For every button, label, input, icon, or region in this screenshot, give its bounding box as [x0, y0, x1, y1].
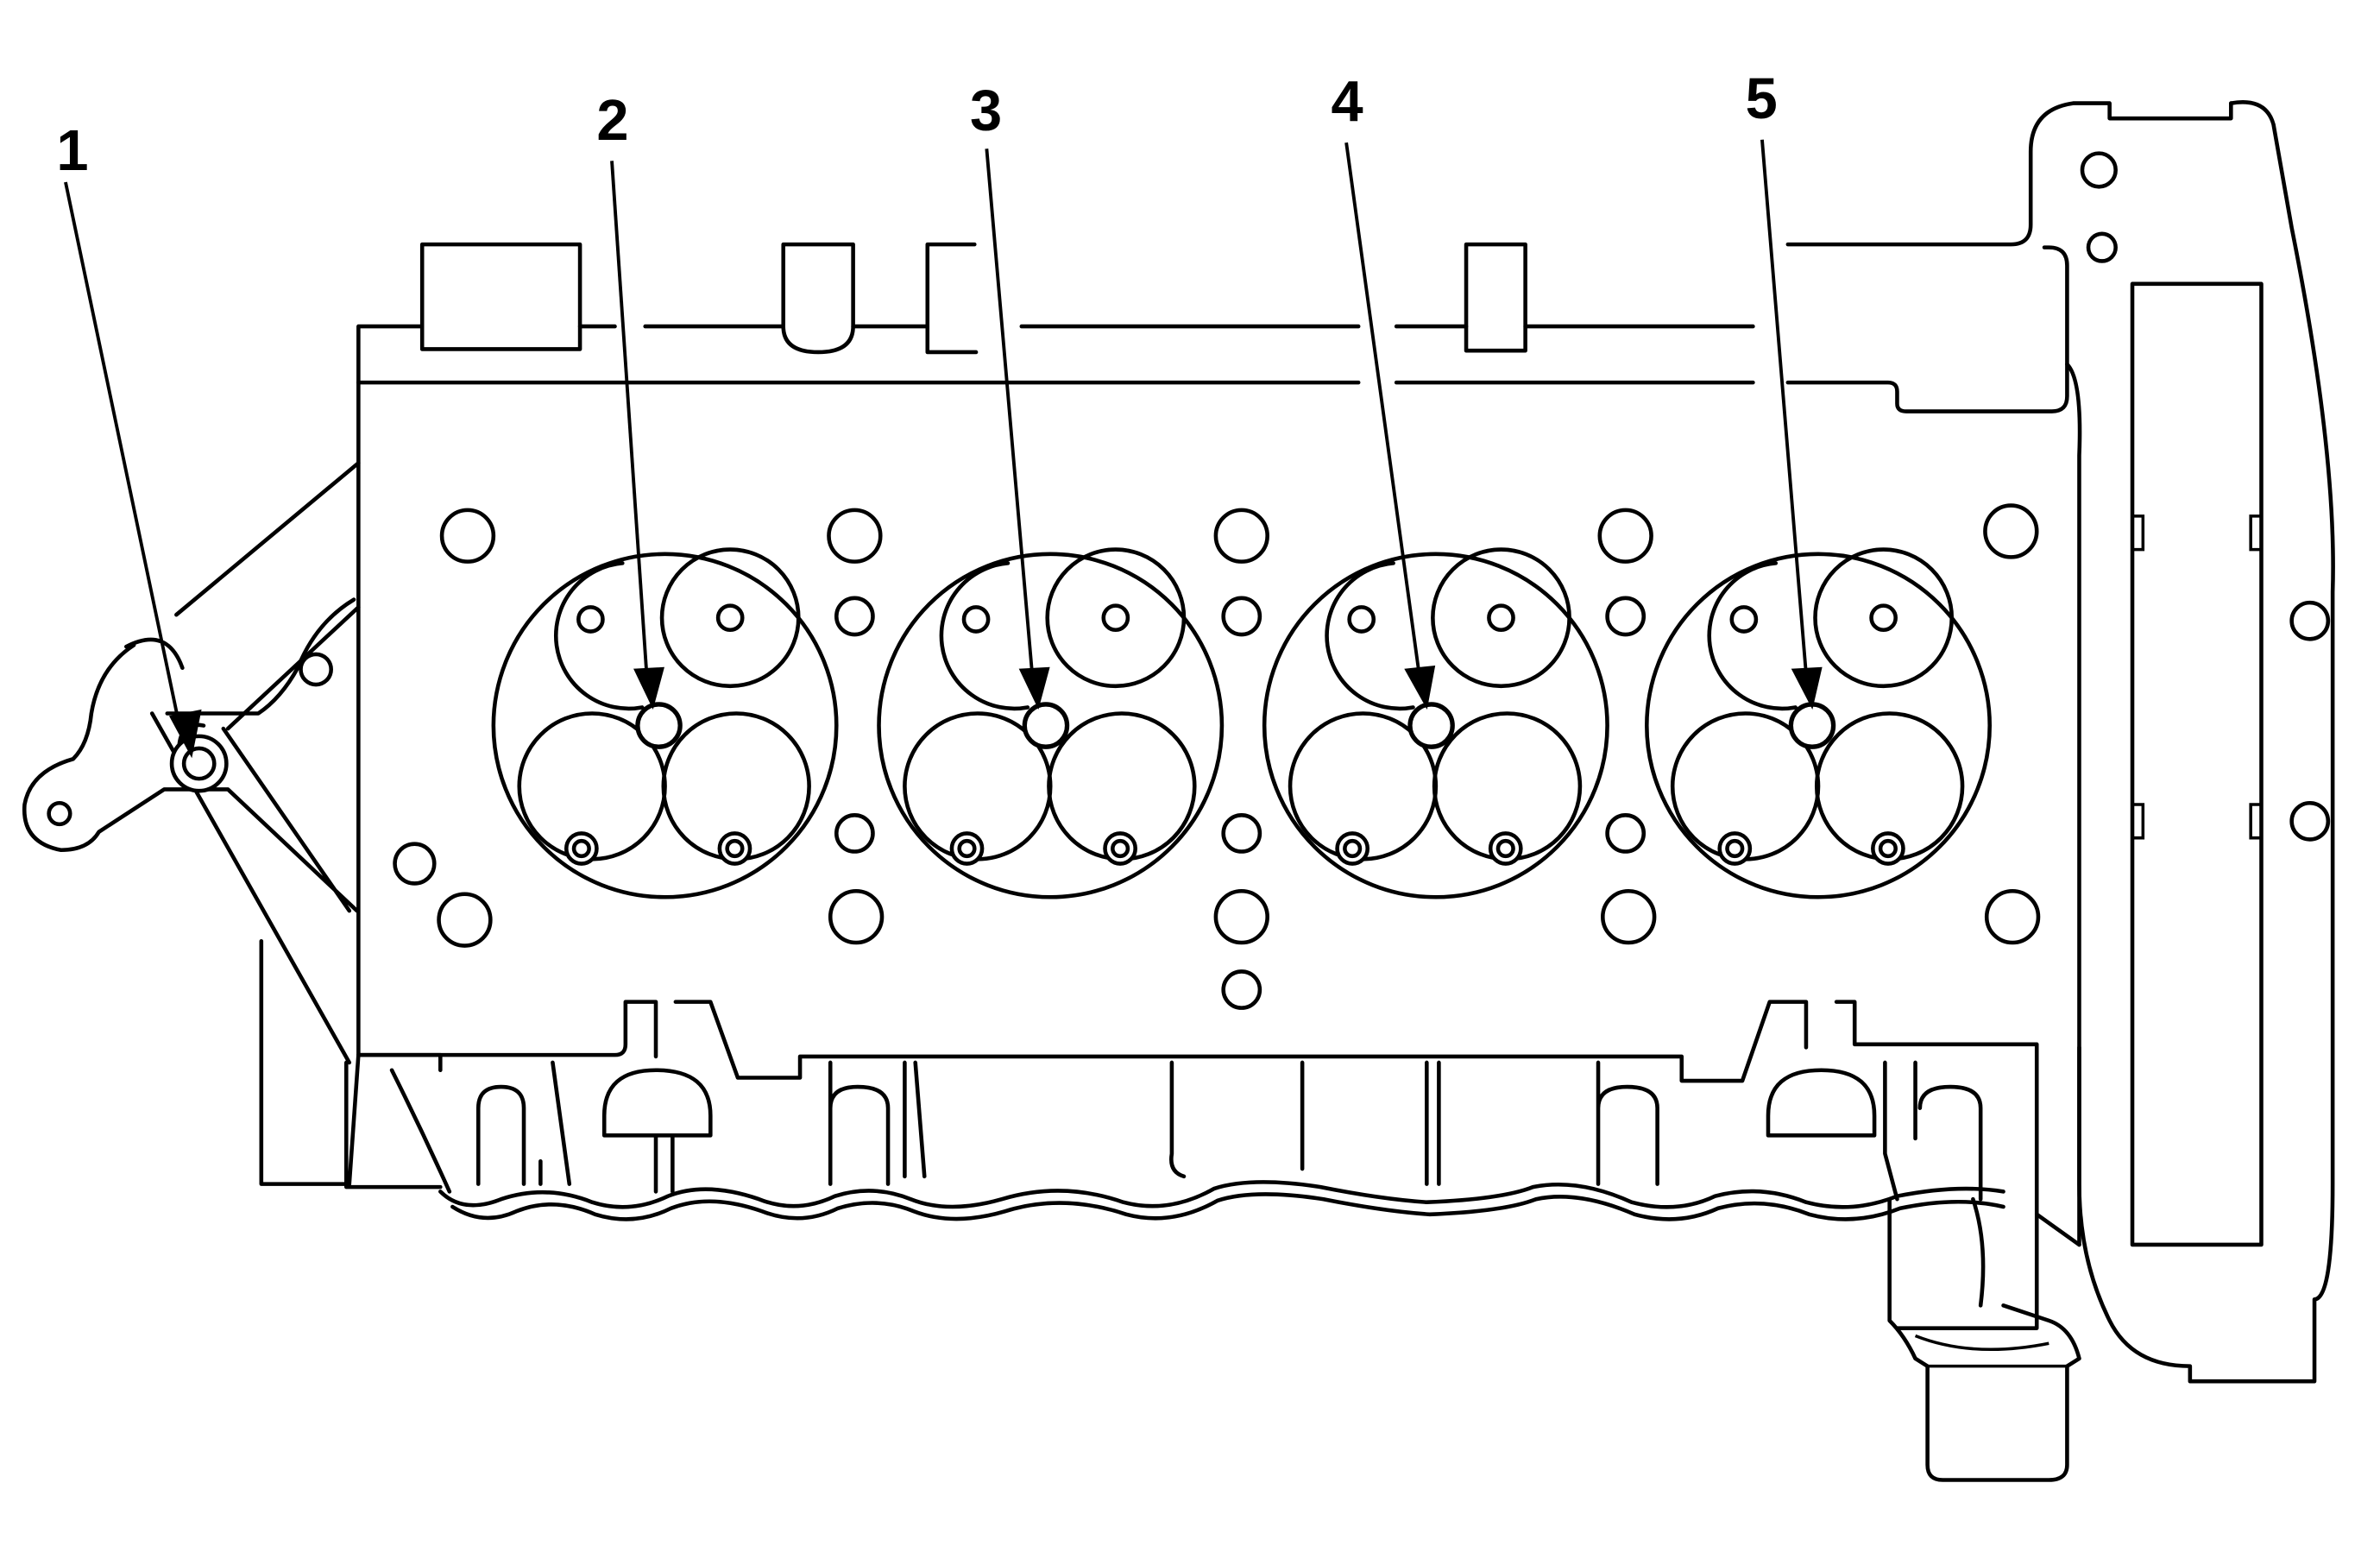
- callout-2-label: 2: [596, 89, 628, 153]
- callout-5: 5: [1746, 67, 1823, 710]
- callout-4-arrow: [1404, 665, 1436, 710]
- callout-3: 3: [970, 79, 1050, 710]
- callout-3-label: 3: [970, 79, 1002, 143]
- combustion-chamber-2: [877, 547, 1225, 899]
- callout-1-arrow: [168, 709, 202, 759]
- callout-4-label: 4: [1332, 71, 1363, 135]
- callout-4: 4: [1332, 71, 1436, 710]
- callout-2-arrow: [633, 666, 664, 710]
- left-sensor-plug: [169, 734, 229, 793]
- callout-3-arrow: [1018, 666, 1050, 710]
- combustion-chamber-1: [491, 547, 839, 899]
- combustion-chamber-4: [1645, 547, 1993, 899]
- callout-1: 1: [56, 119, 202, 759]
- head-body: [22, 100, 2335, 1482]
- callout-5-arrow: [1791, 666, 1823, 710]
- callout-2: 2: [596, 89, 664, 710]
- head-bolt-holes: [393, 503, 2041, 1010]
- callout-5-label: 5: [1746, 67, 1778, 131]
- combustion-chamber-3: [1262, 547, 1609, 899]
- callout-1-label: 1: [56, 119, 88, 183]
